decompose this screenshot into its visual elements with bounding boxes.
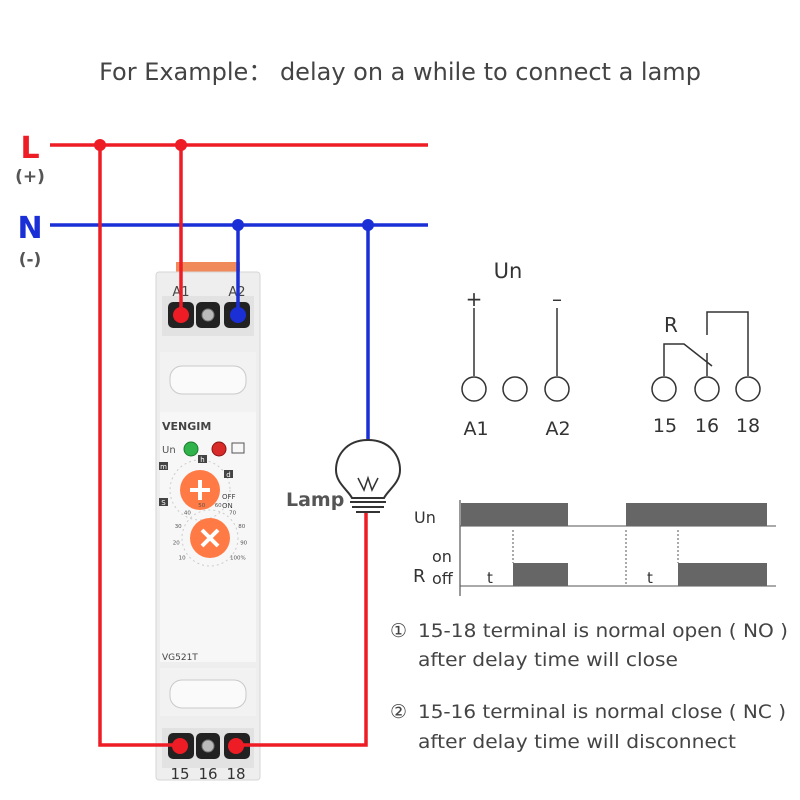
line-l-polarity: (+) [15, 167, 45, 187]
lamp-bulb-icon [334, 438, 402, 513]
percent-dial-label: 90 [240, 540, 247, 546]
percent-dial-label: 30 [175, 524, 182, 530]
page-title: For Example： delay on a while to connect… [99, 58, 701, 86]
contact-15-icon [651, 376, 677, 402]
screw-icon [201, 739, 215, 753]
schematic-minus: – [552, 287, 562, 311]
range-d-label: d [226, 471, 230, 479]
terminal-15-label: 15 [170, 765, 189, 783]
lamp-label: Lamp [286, 489, 344, 511]
schematic-18-label: 18 [736, 415, 760, 437]
note-2-line1: 15-16 terminal is normal close ( NC ) [418, 701, 786, 723]
r-on-pulse-1 [513, 563, 568, 586]
relay-contact-schematic: R 15 16 18 [651, 311, 761, 437]
un-on-pulse-2 [626, 503, 767, 526]
timing-on-label: on [432, 547, 452, 566]
note-1-line2: after delay time will close [418, 649, 678, 671]
line-l-label: L [20, 131, 39, 166]
schematic-plus: + [466, 287, 483, 311]
wire-l-to-15 [98, 145, 180, 747]
percent-dial-label: 10 [179, 556, 186, 562]
range-s-box [159, 498, 168, 506]
terminal-a2-dot [230, 307, 246, 323]
timer-relay-device: A1 A2 VENGIM Un m h d S OFF ON 102030405… [155, 262, 261, 783]
junction-dot [232, 219, 244, 231]
timing-diagram: Un on R off t t [413, 500, 776, 596]
schematic-un-label: Un [494, 259, 523, 283]
un-on-pulse-1 [461, 503, 568, 526]
model-label: VG521T [162, 653, 198, 663]
coil-a2-terminal-icon [544, 376, 570, 402]
note-1-number: ① [390, 620, 407, 642]
power-led-icon [183, 441, 199, 457]
coil-a1-terminal-icon [461, 376, 487, 402]
range-on-label: ON [222, 502, 233, 510]
wire-18-to-lamp [236, 512, 368, 747]
upper-slot [169, 365, 247, 395]
line-n-label: N [17, 211, 42, 246]
range-m-box [159, 462, 168, 470]
relay-r-label: R [664, 313, 678, 337]
percent-dial-label: 40 [184, 511, 191, 517]
schematic-a1-label: A1 [463, 418, 488, 440]
timing-off-label: off [432, 569, 454, 588]
note-1-line1: 15-18 terminal is normal open ( NO ) [418, 620, 788, 642]
percent-dial-label: 100% [230, 556, 246, 562]
range-d-box [224, 470, 233, 478]
range-s-label: S [161, 499, 166, 507]
percent-dial-scale [181, 509, 239, 567]
timing-delay-1-label: t [487, 569, 493, 587]
percent-knob-cross-icon [200, 528, 220, 548]
un-indicator-label: Un [162, 445, 176, 456]
schematic-a2-label: A2 [545, 418, 570, 440]
timing-un-label: Un [414, 508, 436, 527]
contact-18-icon [735, 376, 761, 402]
percent-dial-labels: 10 20 30 40 50 60 70 80 90 100% [173, 503, 248, 562]
note-2-line2: after delay time will disconnect [418, 731, 736, 753]
range-h-label: h [200, 456, 204, 464]
terminal-16-label: 16 [198, 765, 217, 783]
terminal-15-dot [172, 738, 188, 754]
terminal-18-label: 18 [226, 765, 245, 783]
junction-dot [175, 139, 187, 151]
percent-dial-label: 80 [238, 524, 245, 530]
coil-schematic: Un + – A1 A2 [461, 259, 571, 440]
percent-dial-label: 70 [229, 511, 236, 517]
range-off-label: OFF [222, 493, 236, 501]
note-2-number: ② [390, 701, 407, 723]
terminal-a1-dot [173, 307, 189, 323]
timing-r-label: R [413, 566, 426, 587]
timing-delay-2-label: t [647, 569, 653, 587]
percent-dial-label: 60 [215, 503, 222, 509]
notes: ① 15-18 terminal is normal open ( NO ) a… [390, 620, 788, 753]
contact-16-icon [694, 376, 720, 402]
terminal-18-dot [228, 738, 244, 754]
range-m-label: m [160, 463, 167, 471]
coil-mid-terminal-icon [502, 376, 528, 402]
screw-icon [201, 308, 215, 322]
range-h-box [198, 455, 207, 463]
r-on-pulse-2 [678, 563, 767, 586]
brand-label: VENGIM [162, 420, 211, 433]
range-knob-cross-icon [190, 480, 210, 500]
percent-dial-label: 20 [173, 540, 180, 546]
schematic-16-label: 16 [695, 415, 719, 437]
junction-dot [362, 219, 374, 231]
lower-slot [169, 679, 247, 709]
percent-dial-label: 50 [198, 503, 205, 509]
schematic-15-label: 15 [653, 415, 677, 437]
relay-led-icon [211, 441, 227, 457]
relay-symbol-icon [231, 442, 245, 454]
junction-dot [94, 139, 106, 151]
line-n-polarity: (-) [19, 250, 42, 270]
